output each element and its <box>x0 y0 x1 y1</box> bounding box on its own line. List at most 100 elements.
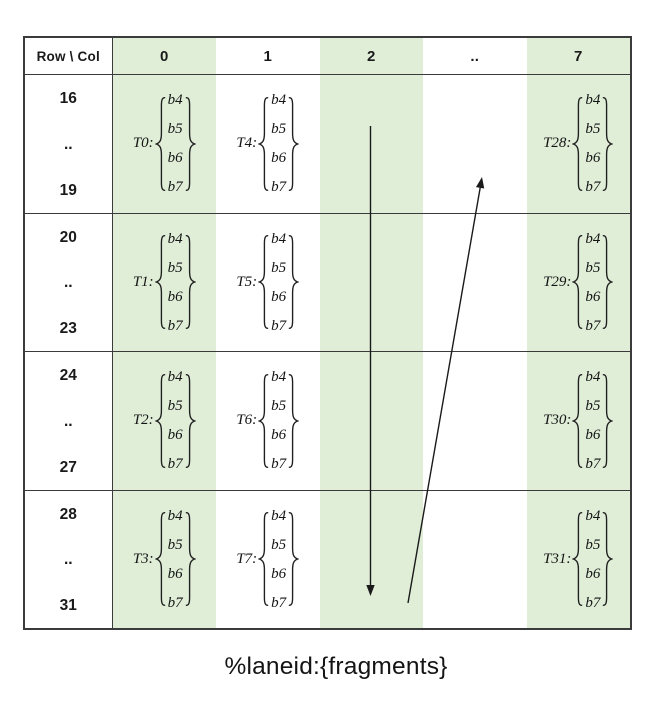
fragment-item: b4 <box>271 230 287 247</box>
fragment-item: b4 <box>585 92 601 109</box>
left-brace-icon <box>154 96 165 191</box>
row-end: 23 <box>59 320 77 337</box>
right-brace-icon <box>603 235 614 330</box>
right-brace-icon <box>185 96 196 191</box>
row-group-24-27: 24 .. 27 T2: b4 b5 b6 b7 <box>25 352 630 491</box>
fragment-item: b5 <box>271 536 287 553</box>
fragment-values: b4 b5 b6 b7 <box>269 230 288 334</box>
left-brace-icon <box>572 373 583 468</box>
fragment-item: b5 <box>585 536 601 553</box>
thread-label: T0: <box>132 135 154 152</box>
fragment-cell-t4: T4: b4 b5 b6 b7 <box>216 75 320 213</box>
fragment-item: b6 <box>167 150 183 167</box>
fragment-values: b4 b5 b6 b7 <box>269 369 288 472</box>
right-brace-icon <box>288 512 300 607</box>
fragment-item: b6 <box>271 565 287 582</box>
left-brace-icon <box>258 512 269 607</box>
empty-cell <box>423 214 527 352</box>
fragment-values: b4 b5 b6 b7 <box>583 369 602 473</box>
fragment-cell-t7: T7: b4 b5 b6 b7 <box>216 491 320 629</box>
header-row: Row \ Col 0 1 2 .. 7 <box>25 38 630 75</box>
fragment-item: b7 <box>271 317 287 334</box>
fragment-item: b5 <box>271 398 287 415</box>
right-brace-icon <box>185 235 196 330</box>
left-brace-icon <box>258 373 269 468</box>
row-ellipsis: .. <box>63 551 73 569</box>
fragment-item: b5 <box>167 398 183 415</box>
fragment-item: b4 <box>271 369 287 386</box>
fragment-item: b7 <box>167 317 183 334</box>
fragment-item: b5 <box>585 398 601 415</box>
fragment-cell-t3: T3: b4 b5 b6 b7 <box>112 490 216 628</box>
thread-label: T31: <box>543 550 572 567</box>
fragment-item: b6 <box>585 427 601 444</box>
row-group-20-23: 20 .. 23 T1: b4 b5 b6 b7 <box>25 213 630 352</box>
fragment-item: b5 <box>585 259 601 276</box>
empty-cell <box>319 213 423 351</box>
fragment-item: b6 <box>167 288 183 305</box>
row-ellipsis: .. <box>63 412 73 430</box>
right-brace-icon <box>288 373 300 468</box>
fragment-item: b7 <box>585 594 601 611</box>
thread-label: T1: <box>132 273 154 290</box>
fragment-item: b5 <box>271 259 287 276</box>
left-brace-icon <box>258 96 269 191</box>
fragment-values: b4 b5 b6 b7 <box>269 93 288 196</box>
fragment-cell-t0: T0: b4 b5 b6 b7 <box>112 75 216 213</box>
fragment-item: b6 <box>585 288 601 305</box>
fragment-item: b6 <box>167 565 183 582</box>
fragment-item: b4 <box>167 369 183 386</box>
fragment-item: b7 <box>167 456 183 473</box>
left-brace-icon <box>572 96 583 191</box>
empty-cell <box>319 352 423 490</box>
fragment-item: b7 <box>167 594 183 611</box>
fragment-item: b4 <box>585 369 601 386</box>
right-brace-icon <box>603 96 614 191</box>
fragment-values: b4 b5 b6 b7 <box>583 92 602 195</box>
fragment-table: Row \ Col 0 1 2 .. 7 16 .. 19 T0: b4 b5 <box>23 36 632 630</box>
header-col-1: 1 <box>263 47 273 65</box>
thread-label: T5: <box>236 273 258 290</box>
fragment-item: b7 <box>585 456 601 473</box>
header-col-2: 2 <box>319 38 423 74</box>
right-brace-icon <box>288 235 300 330</box>
left-brace-icon <box>154 512 165 607</box>
header-col-7: 7 <box>526 38 630 74</box>
thread-label: T3: <box>132 550 154 567</box>
thread-label: T6: <box>236 412 258 429</box>
fragment-cell-t29: T29: b4 b5 b6 b7 <box>526 213 630 351</box>
fragment-cell-t6: T6: b4 b5 b6 b7 <box>216 352 320 490</box>
thread-label: T7: <box>236 550 258 567</box>
row-group-16-19: 16 .. 19 T0: b4 b5 b6 b7 <box>25 75 630 214</box>
fragment-item: b7 <box>271 179 287 196</box>
fragment-cell-t30: T30: b4 b5 b6 b7 <box>526 352 630 490</box>
thread-label: T28: <box>543 135 572 152</box>
fragment-values: b4 b5 b6 b7 <box>583 230 602 333</box>
thread-label: T2: <box>132 412 154 429</box>
row-end: 31 <box>59 597 77 614</box>
row-label: 16 .. 19 <box>25 75 113 213</box>
right-brace-icon <box>603 373 614 468</box>
row-ellipsis: .. <box>63 135 73 153</box>
fragment-item: b6 <box>167 427 183 444</box>
fragment-cell-t2: T2: b4 b5 b6 b7 <box>112 352 216 490</box>
fragment-cell-t31: T31: b4 b5 b6 b7 <box>526 490 630 628</box>
header-col-0: 0 <box>112 38 216 74</box>
fragment-values: b4 b5 b6 b7 <box>269 508 288 610</box>
fragment-values: b4 b5 b6 b7 <box>583 508 602 611</box>
fragment-cell-t1: T1: b4 b5 b6 b7 <box>112 213 216 351</box>
header-row-col: Row \ Col <box>25 38 113 74</box>
fragment-item: b4 <box>167 230 183 247</box>
fragment-cell-t5: T5: b4 b5 b6 b7 <box>216 214 320 352</box>
thread-label: T30: <box>543 412 572 429</box>
fragment-item: b7 <box>167 179 183 196</box>
fragment-cell-t28: T28: b4 b5 b6 b7 <box>526 75 630 213</box>
empty-cell <box>423 75 527 213</box>
fragment-item: b6 <box>271 150 287 167</box>
fragment-values: b4 b5 b6 b7 <box>166 369 185 473</box>
fragment-item: b4 <box>585 230 601 247</box>
fragment-values: b4 b5 b6 b7 <box>166 507 185 611</box>
empty-cell <box>319 490 423 628</box>
fragment-item: b4 <box>167 507 183 524</box>
left-brace-icon <box>572 235 583 330</box>
